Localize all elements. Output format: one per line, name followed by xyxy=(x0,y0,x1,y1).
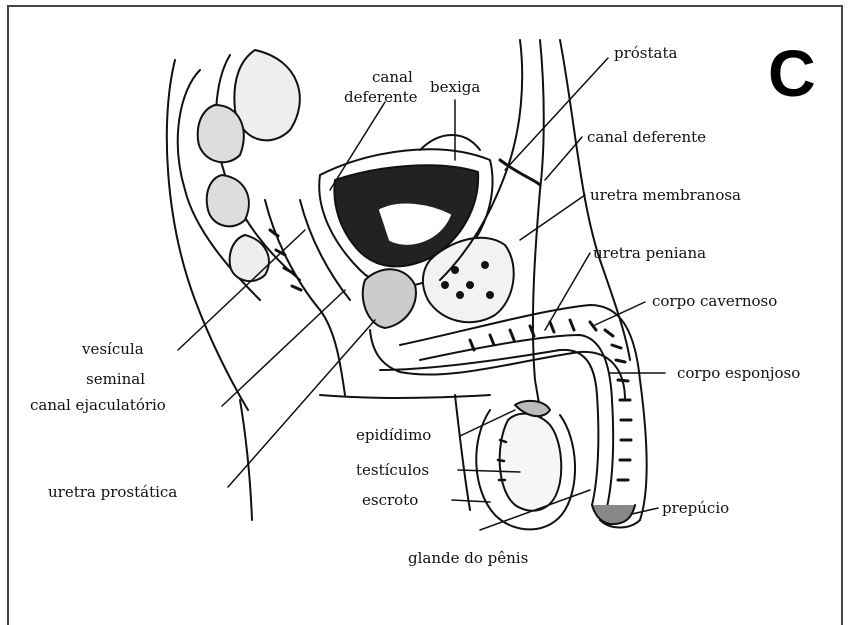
label-bexiga: bexiga xyxy=(430,78,480,96)
label-uretra-prostatica: uretra prostática xyxy=(48,483,177,501)
label-corpo-cavernoso: corpo cavernoso xyxy=(652,292,777,310)
label-prepucio: prepúcio xyxy=(662,499,729,517)
label-escroto: escroto xyxy=(362,491,418,509)
label-corpo-esponjoso: corpo esponjoso xyxy=(677,364,800,382)
scrotum-testis xyxy=(476,401,575,530)
sacrum-vertebrae xyxy=(167,50,300,520)
label-vesicula-line2: seminal xyxy=(86,370,145,388)
label-uretra-peniana: uretra peniana xyxy=(593,244,706,262)
label-testiculos: testículos xyxy=(356,461,429,479)
label-canal-deferente-top-line2: deferente xyxy=(344,88,418,106)
label-vesicula-line1: vesícula xyxy=(82,340,144,358)
label-uretra-membranosa: uretra membranosa xyxy=(590,186,741,204)
label-prostata: próstata xyxy=(614,44,677,62)
panel-letter: C xyxy=(768,38,816,108)
label-canal-deferente-right: canal deferente xyxy=(587,128,706,146)
label-canal-ejaculatorio: canal ejaculatório xyxy=(30,396,166,414)
label-epididimo: epidídimo xyxy=(356,426,431,444)
label-glande-do-penis: glande do pênis xyxy=(408,549,528,567)
label-canal-deferente-top-line1: canal xyxy=(372,68,413,86)
